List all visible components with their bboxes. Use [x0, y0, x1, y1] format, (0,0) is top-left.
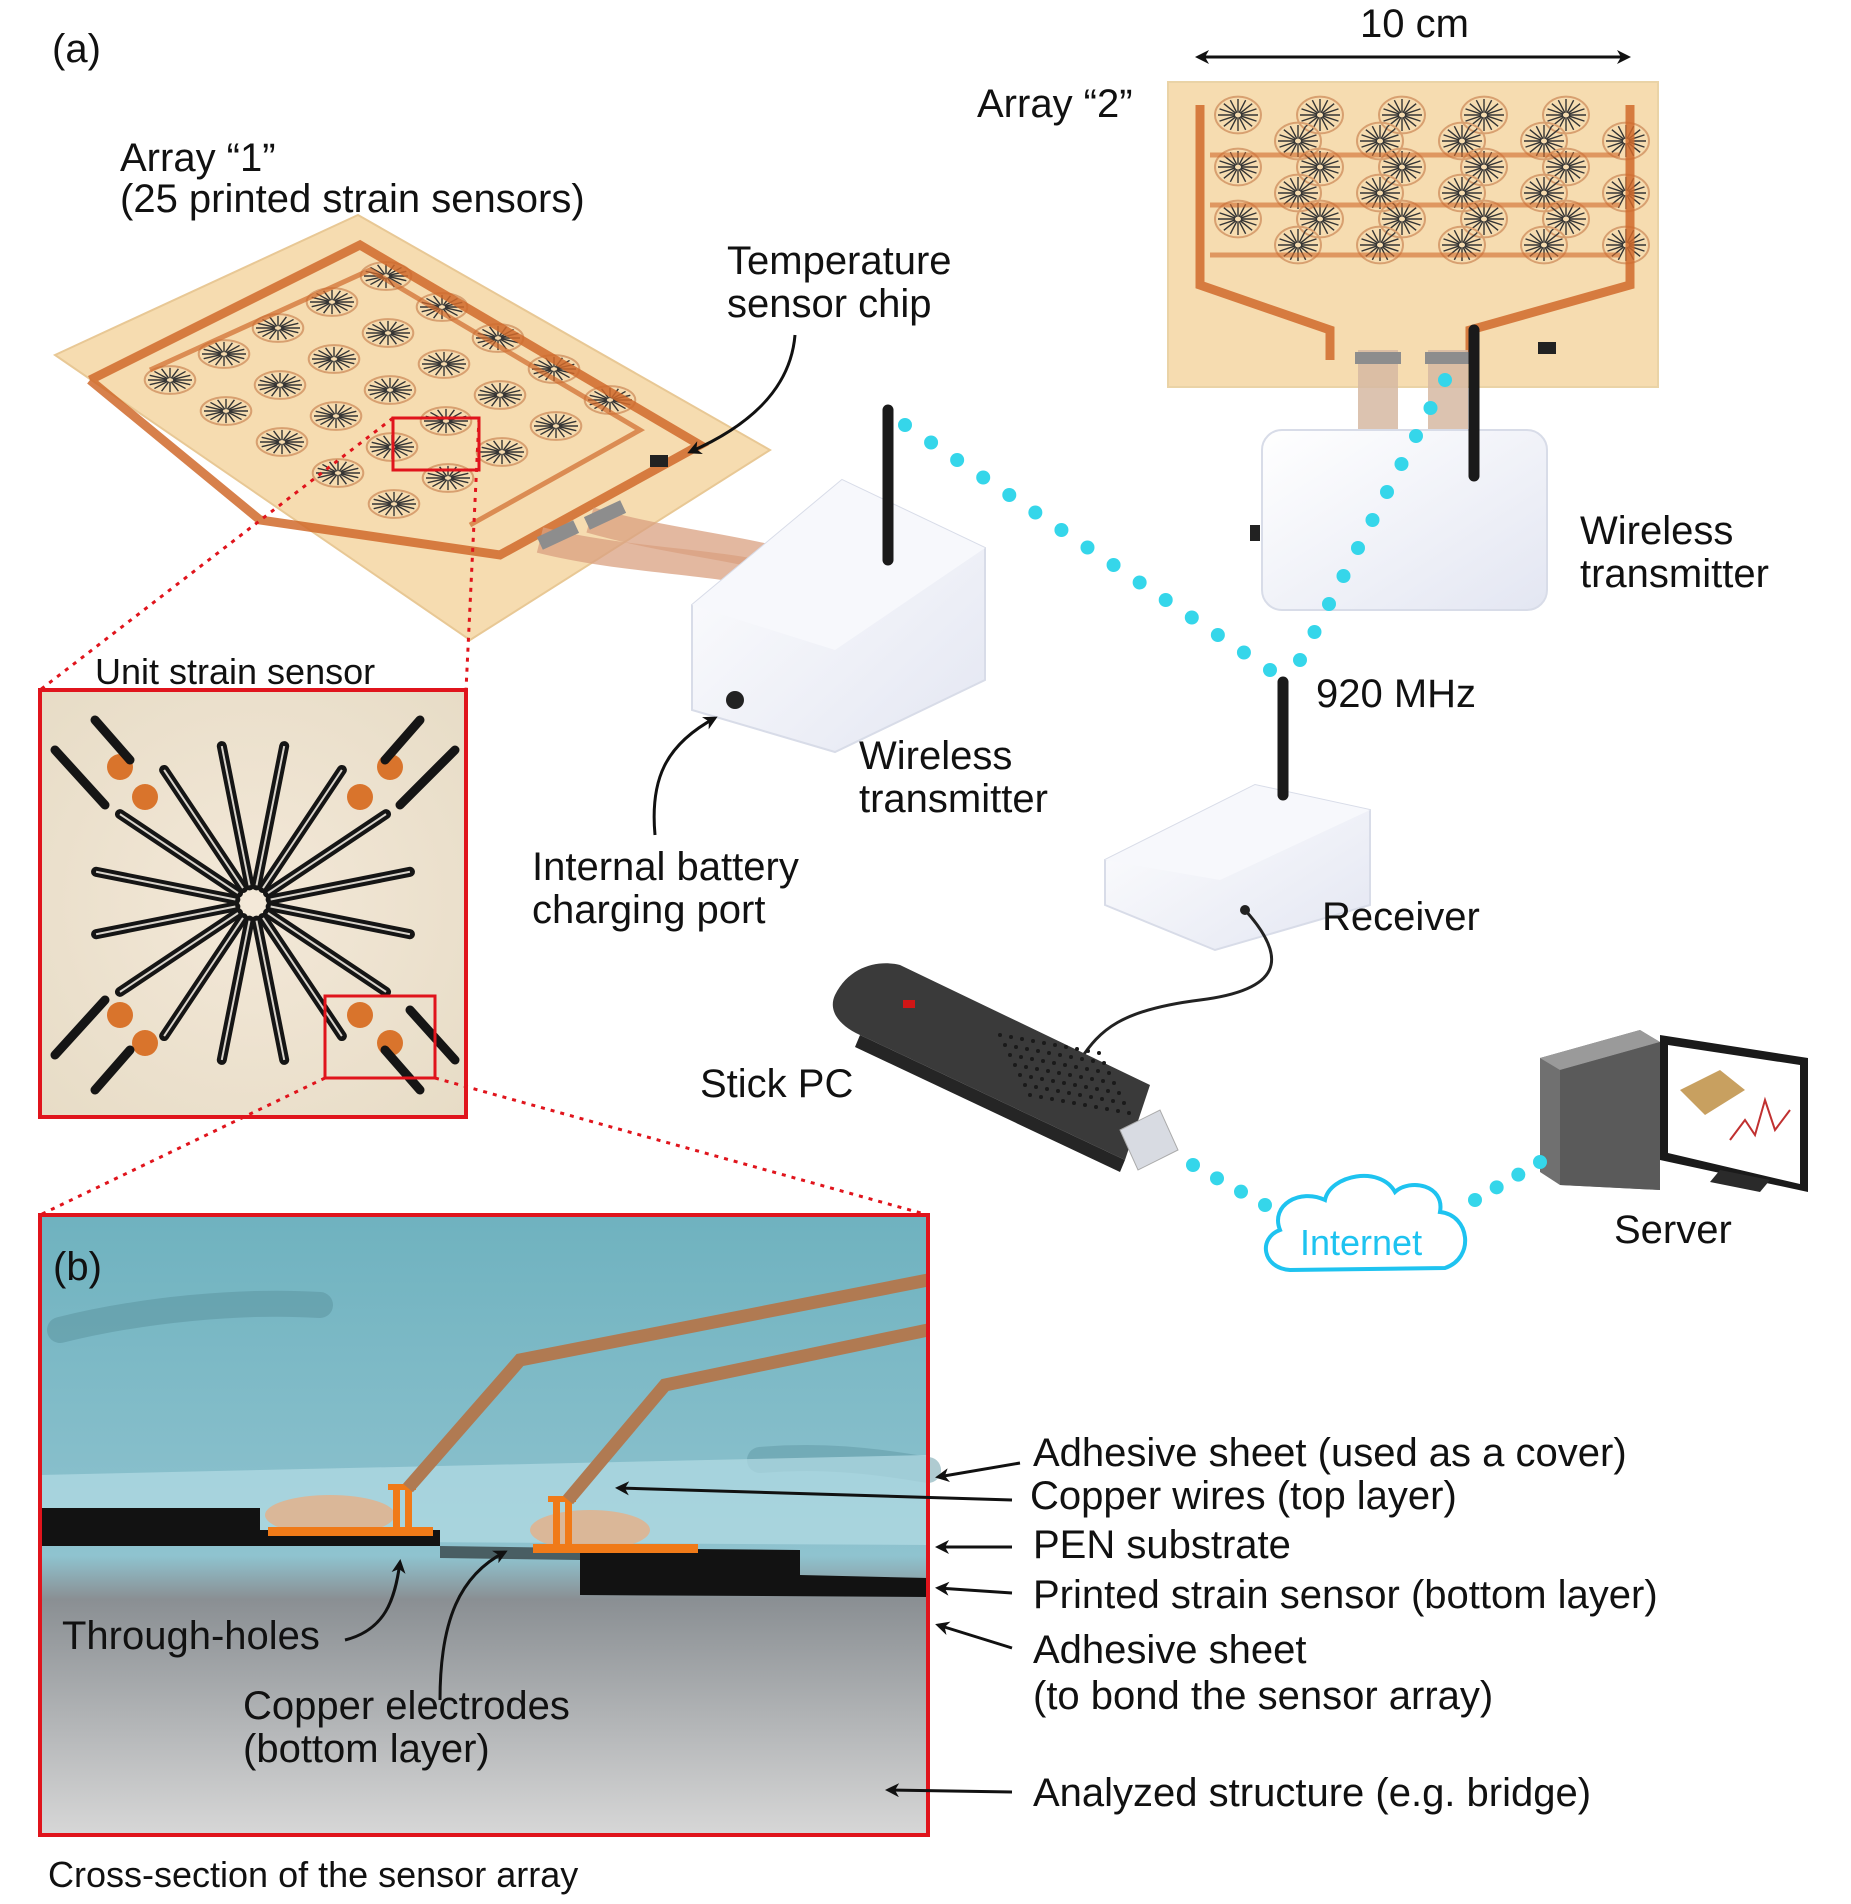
sensor-rosette	[305, 287, 359, 317]
wireless-tx2-label: Wireless transmitter	[1580, 510, 1769, 596]
layer-printed-sensor: Printed strain sensor (bottom layer)	[1033, 1573, 1658, 1617]
server-tower-icon	[1540, 1030, 1660, 1190]
sensor-rosette	[311, 458, 365, 488]
array2-title: Array “2”	[977, 82, 1133, 126]
sensor-rosette	[473, 380, 527, 410]
panel-a-label: (a)	[52, 27, 101, 71]
sensor-rosette	[417, 349, 471, 379]
sensor-rosette	[367, 489, 421, 519]
wireless-tx1-label: Wireless transmitter	[859, 735, 1048, 821]
layer-adhesive-cover: Adhesive sheet (used as a cover)	[1033, 1431, 1627, 1475]
usb-cable	[1078, 908, 1273, 1061]
layer-adhesive-bond-2: (to bond the sensor array)	[1033, 1674, 1494, 1718]
sensor-rosette	[529, 411, 583, 441]
sensor-rosette	[1520, 225, 1568, 265]
frequency-label: 920 MHz	[1316, 672, 1477, 716]
through-holes-label: Through-holes	[62, 1614, 320, 1658]
layer-analyzed-structure: Analyzed structure (e.g. bridge)	[1033, 1771, 1592, 1815]
monitor-icon	[1660, 1035, 1808, 1192]
battery-label: Internal battery charging port	[532, 846, 799, 932]
cross-section-caption: Cross-section of the sensor array	[48, 1854, 579, 1895]
cloud-icon	[1263, 1174, 1468, 1273]
sensor-rosette	[197, 339, 251, 369]
sensor-rosette	[253, 370, 307, 400]
layer-pen-substrate: PEN substrate	[1033, 1523, 1291, 1567]
temp-sensor-label: Temperature sensor chip	[727, 240, 952, 326]
copper-electrodes-line1: Copper electrodes	[243, 1684, 570, 1728]
charging-port-icon	[726, 691, 744, 709]
battery-line1: Internal battery	[532, 845, 799, 889]
sensor-rosette	[1356, 121, 1404, 161]
temp-sensor-line1: Temperature	[727, 239, 952, 283]
wireless-tx1-line2: transmitter	[859, 777, 1048, 821]
receiver-box	[1104, 676, 1371, 952]
temp-sensor-line2: sensor chip	[727, 282, 932, 326]
sensor-rosette	[143, 365, 197, 395]
array1-title: Array “1”	[120, 136, 276, 180]
sensor-rosette	[1378, 147, 1426, 187]
array1-highlight-box	[391, 416, 481, 472]
panel-b-label: (b)	[53, 1245, 102, 1289]
sensor-rosette	[1460, 147, 1508, 187]
sensor-rosette	[1378, 95, 1426, 135]
wireless-tx2-line1: Wireless	[1580, 509, 1734, 553]
layer-copper-wires: Copper wires (top layer)	[1030, 1474, 1457, 1518]
wireless-transmitter-1	[691, 404, 986, 754]
unit-sensor-label: Unit strain sensor	[95, 651, 376, 692]
sensor-rosette	[475, 437, 529, 467]
array1-subtitle: (25 printed strain sensors)	[120, 177, 585, 221]
sensor-rosette	[309, 401, 363, 431]
wireless-transmitter-2	[1250, 324, 1548, 611]
stick-pc-label: Stick PC	[700, 1062, 854, 1106]
wireless-tx1-line1: Wireless	[859, 734, 1013, 778]
scale-label: 10 cm	[1360, 2, 1469, 46]
copper-electrodes-line2: (bottom layer)	[243, 1727, 490, 1771]
wireless-tx2-line2: transmitter	[1580, 552, 1769, 596]
annotation-arrows	[344, 334, 1021, 1798]
layer-adhesive-bond-1: Adhesive sheet	[1033, 1628, 1307, 1672]
sensor-rosette	[361, 318, 415, 348]
sensor-rosette	[1542, 95, 1590, 135]
copper-electrodes-label: Copper electrodes (bottom layer)	[243, 1685, 570, 1771]
server-label: Server	[1614, 1208, 1732, 1252]
sensor-rosette	[1356, 173, 1404, 213]
cross-section-panel	[38, 1213, 941, 1837]
array2-board	[1167, 81, 1659, 430]
wireless-link-dots	[898, 373, 1547, 1212]
receiver-label: Receiver	[1322, 895, 1480, 939]
sensor-rosette	[255, 427, 309, 457]
temperature-chip	[650, 455, 668, 467]
sensor-rosette	[1274, 225, 1322, 265]
sensor-rosette	[307, 344, 361, 374]
battery-line2: charging port	[532, 888, 766, 932]
sensor-rosette	[1356, 225, 1404, 265]
unit-strain-sensor-panel	[38, 688, 468, 1119]
sensor-rosette	[199, 396, 253, 426]
array1-board	[52, 213, 784, 642]
sensor-rosette	[1214, 95, 1262, 135]
stick-pc-icon	[832, 963, 1179, 1172]
internet-label: Internet	[1300, 1222, 1423, 1263]
sensor-rosette	[363, 375, 417, 405]
